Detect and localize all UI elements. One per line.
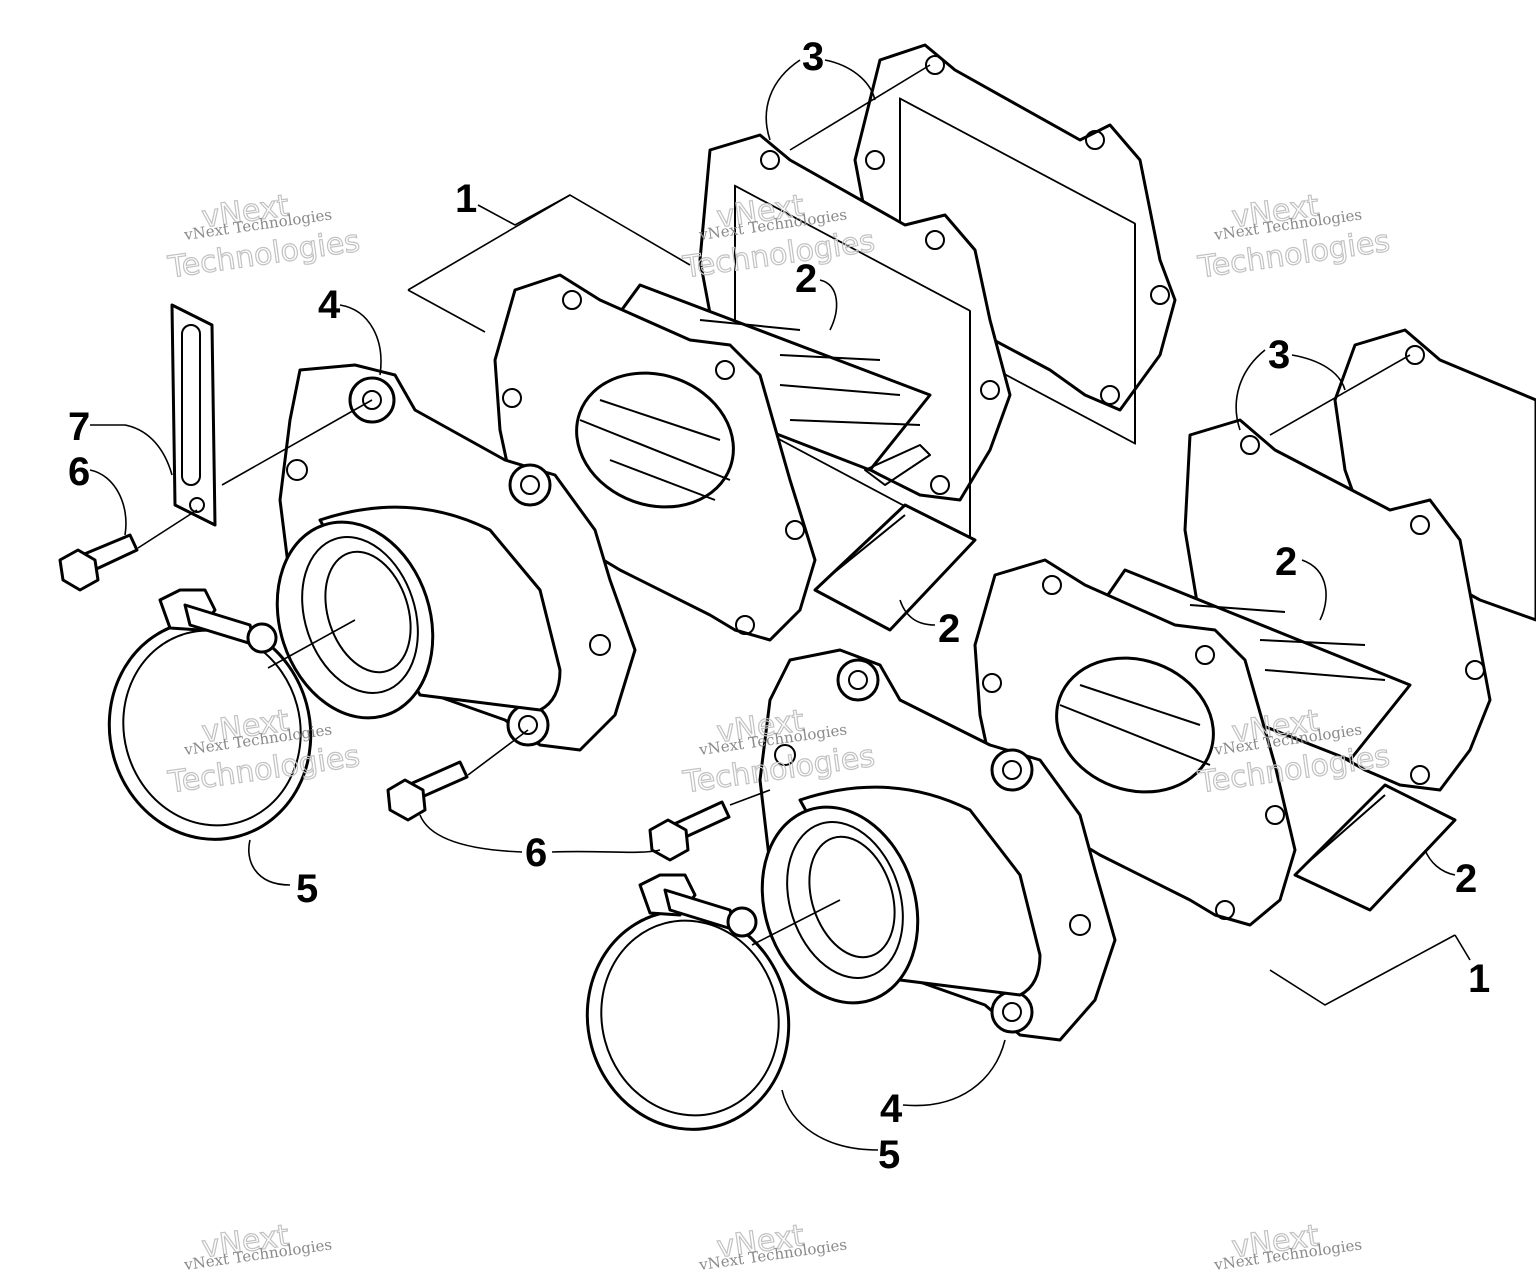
clamp-lower [585, 873, 791, 1131]
watermark-top-right: vNext vNext Technologies Technologies [1195, 188, 1393, 286]
clamp-upper [107, 588, 313, 841]
bolt-middle [386, 760, 469, 822]
callout-2-upper-top: 2 [795, 257, 817, 301]
bolt-upper-left [58, 533, 139, 592]
watermark-top-left: vNext vNext Technologies Technologies [165, 188, 363, 286]
callout-5-upper: 5 [296, 867, 318, 911]
callout-4-upper: 4 [318, 283, 341, 327]
spacer-plate [170, 303, 217, 527]
intake-flange-lower [758, 648, 1117, 1042]
callout-2-lower-bottom: 2 [1455, 857, 1477, 901]
callout-1-upper: 1 [455, 177, 477, 221]
reed-block-lower [973, 558, 1297, 927]
callout-labels: 1 1 2 2 2 2 3 3 4 4 5 5 6 6 7 [68, 35, 1490, 1177]
watermark-bottom-center: vNext vNext Technologies [697, 1218, 848, 1274]
callout-4-lower: 4 [880, 1087, 903, 1131]
watermark-bottom-right: vNext vNext Technologies [1212, 1218, 1363, 1274]
callout-3-lower: 3 [1268, 333, 1290, 377]
bolt-lower [648, 800, 731, 862]
callout-2-upper-bottom: 2 [938, 607, 960, 651]
callout-6-upper: 6 [68, 450, 90, 494]
callout-5-lower: 5 [878, 1133, 900, 1177]
callout-6-middle: 6 [525, 831, 547, 875]
callout-7: 7 [68, 405, 90, 449]
reed-block-upper [493, 273, 817, 642]
watermark-bottom-left: vNext vNext Technologies [182, 1218, 333, 1274]
callout-3-upper: 3 [802, 35, 824, 79]
callout-2-lower-top: 2 [1275, 540, 1297, 584]
leader-lines [89, 59, 1471, 1151]
callout-1-lower: 1 [1468, 957, 1490, 1001]
intake-flange-upper [275, 363, 637, 752]
